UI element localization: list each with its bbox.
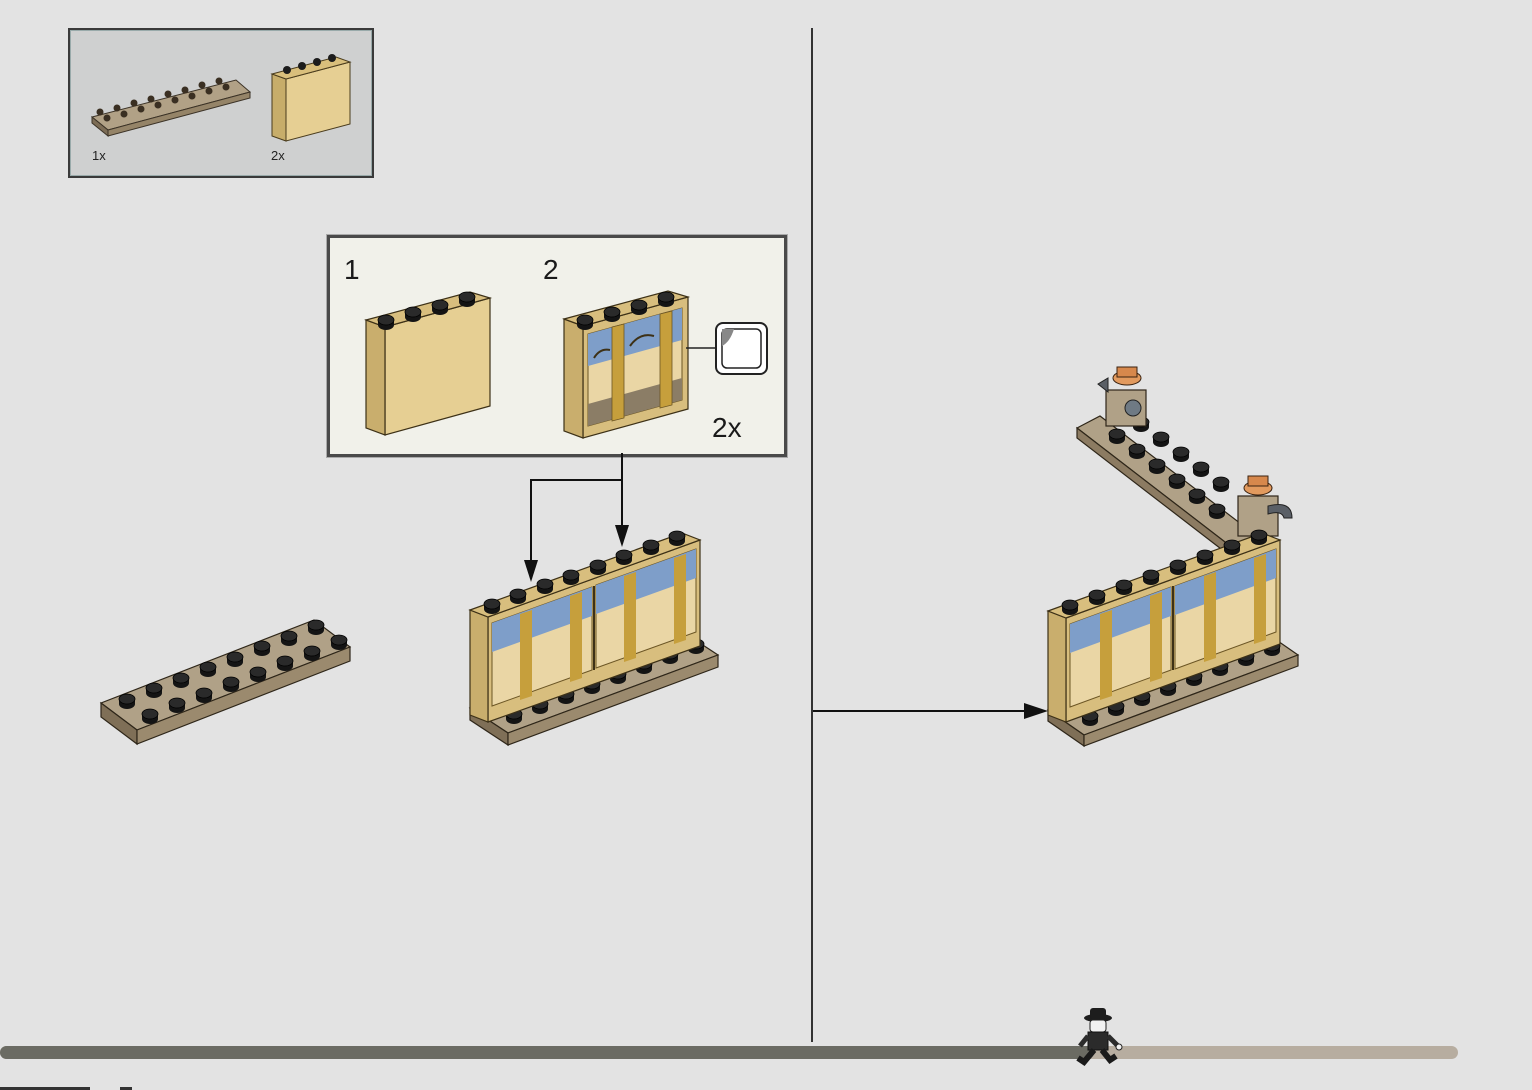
plain-panel-illustration [366,292,490,435]
wall-on-plate-illustration [470,531,718,745]
completed-assembly-illustration [1048,367,1298,746]
attach-arrow [813,703,1048,719]
arrow-head [615,525,629,547]
dark-tan-plate-2x8-icon [92,78,250,137]
sticker-icon [716,323,767,374]
placement-arrows [531,453,622,570]
decorated-panel-illustration [564,291,716,438]
tan-panel-1x4x3-icon [272,54,350,141]
arrow-head [524,560,538,582]
dark-tan-plate-illustration [101,620,350,744]
progress-bar [0,1046,1458,1059]
